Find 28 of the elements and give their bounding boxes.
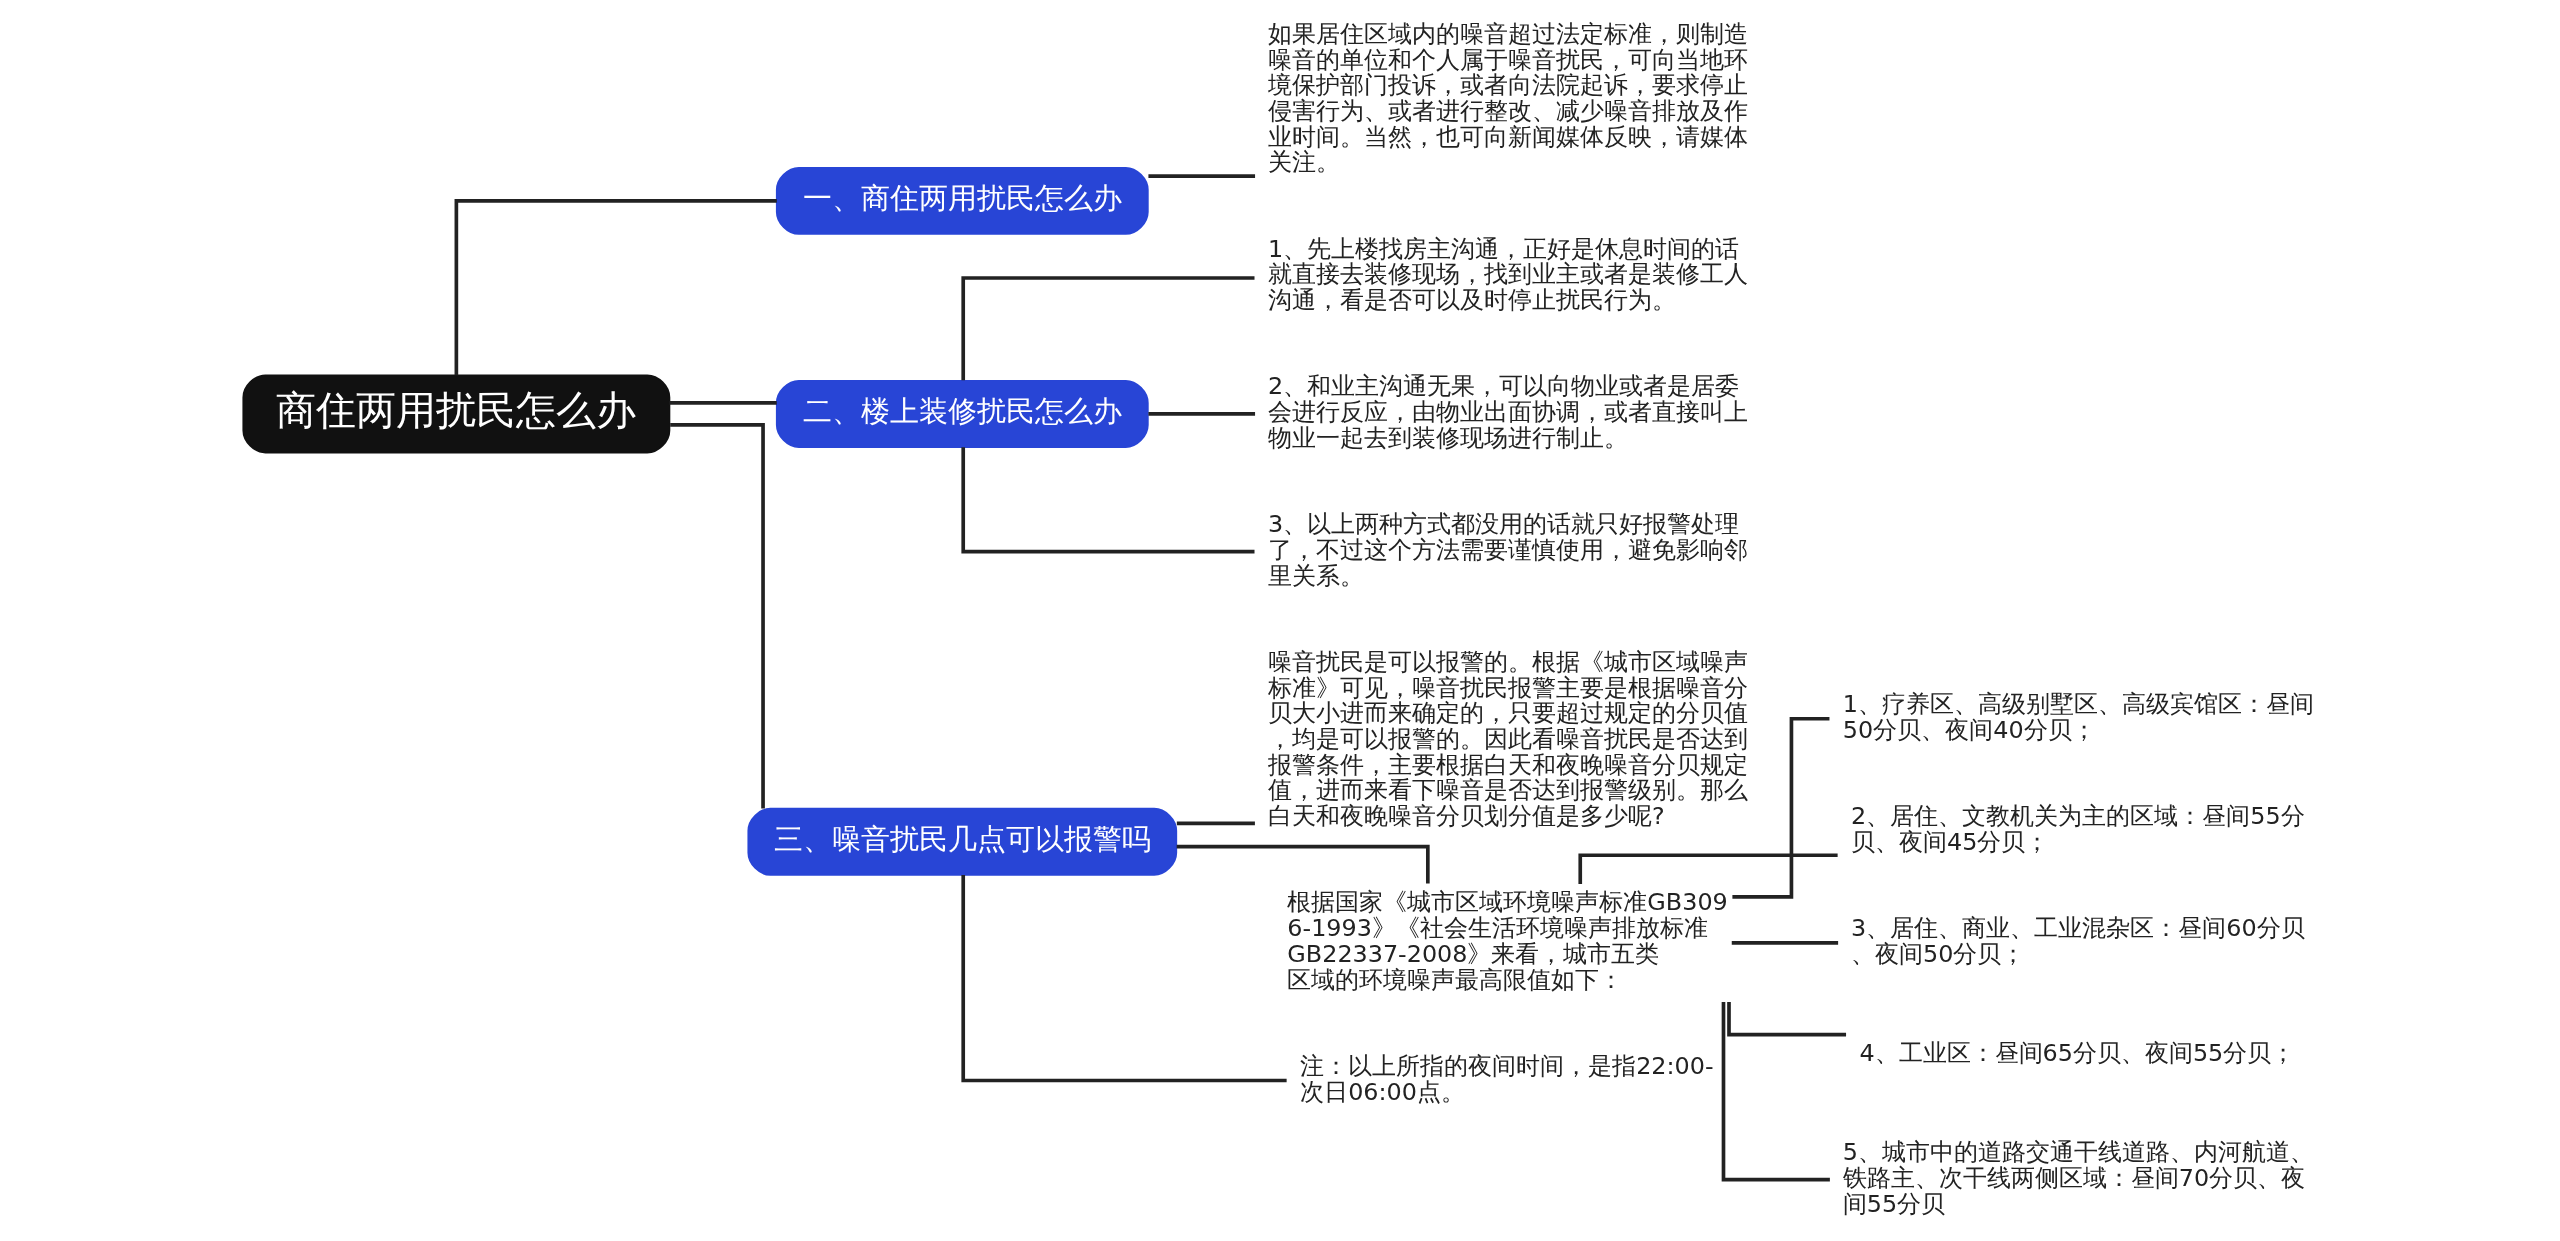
connector — [961, 276, 1255, 381]
node-box: 一、商住两用扰民怎么办 — [775, 166, 1149, 235]
node-text: 如果居住区域内的噪音超过法定标准，则制造噪音的单位和个人属于噪音扰民，可向当地环境保护部门投诉，或者向法院起诉，要求停止侵害行为、或者进行整改、减少噪音排放及作业时间。当然，也可向新闻媒体反映，请媒体关注。 — [1268, 19, 1749, 177]
node-box: 商住两用扰民怎么办 — [242, 374, 671, 454]
connector — [669, 401, 777, 405]
node-text: 4、工业区：昼间65分贝、夜间55分贝； — [1859, 1039, 2296, 1068]
connector — [1148, 412, 1256, 416]
node-box: 二、楼上装修扰民怎么办 — [775, 379, 1149, 448]
node-text: 3、居住、商业、工业混杂区：昼间60分贝、夜间50分贝； — [1851, 914, 2305, 968]
connector — [1176, 821, 1255, 826]
connector — [1727, 1002, 1847, 1037]
node-text: 噪音扰民是可以报警的。根据《城市区域噪声标准》可见，噪音扰民报警主要是根据噪音分贝大小进而来确定的，只要超过规定的分贝值，均是可以报警的。因此看噪音扰民是否达到报警条件，主要根据白天和夜晚噪音分贝规定值，进而来看下噪音是否达到报警级别。那么白天和夜晚噪音分贝划分值是多少呢? — [1268, 647, 1749, 831]
connector — [1731, 940, 1839, 945]
node-text: 2、和业主沟通无果，可以向物业或者是居委会进行反应，由物业出面协调，或者直接叫上物业一起去到装修现场进行制止。 — [1268, 372, 1749, 452]
node-text: 2、居住、文教机关为主的区域：昼间55分贝、夜间45分贝； — [1851, 802, 2305, 856]
node-text: 1、疗养区、高级别墅区、高级宾馆区：昼间50分贝、夜间40分贝； — [1842, 690, 2315, 744]
connector — [961, 875, 1287, 1083]
connector — [670, 423, 765, 809]
node-text: 注：以上所指的夜间时间，是指22:00-次日06:00点。 — [1300, 1051, 1714, 1106]
connector — [961, 447, 1255, 554]
node-text: 根据国家《城市区域环境噪声标准GB3096-1993》《社会生活环境噪声排放标准GB22337-2008》来看，城市五类区域的环境噪声最高限值如下： — [1287, 888, 1728, 994]
connector — [1721, 1001, 1830, 1182]
node-text: 1、先上楼找房主沟通，正好是休息时间的话就直接去装修现场，找到业主或者是装修工人沟通，看是否可以及时停止扰民行为。 — [1268, 234, 1749, 315]
node-box: 三、噪音扰民几点可以报警吗 — [747, 807, 1178, 876]
connector — [1148, 174, 1256, 178]
node-text: 3、以上两种方式都没用的话就只好报警处理了，不过这个方法需要谨慎使用，避免影响邻里关系。 — [1268, 510, 1749, 590]
node-text: 5、城市中的道路交通干线道路、内河航道、铁路主、次干线两侧区域：昼间70分贝、夜间55分贝 — [1842, 1138, 2315, 1218]
connector — [454, 199, 777, 376]
